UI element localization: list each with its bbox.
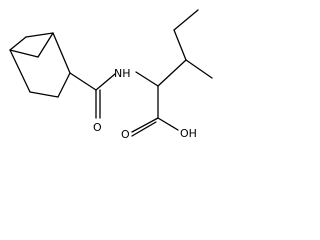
carboxyl-carbonyl-bond [131, 121, 157, 137]
chemical-structure-diagram: NH O O OH [9, 9, 213, 141]
norbornane-ring [9, 32, 71, 98]
ring-bond [52, 32, 71, 74]
beta-methyl-bond [185, 59, 213, 79]
ring-bond [9, 36, 27, 51]
ring-bond [57, 72, 71, 98]
amide-oxygen-label: O [93, 121, 102, 134]
hydroxyl-label: OH [180, 127, 197, 140]
ring-bond [9, 49, 31, 93]
ring-bond [29, 91, 59, 98]
beta-ethyl-bond [173, 29, 187, 61]
carboxyl-carbonyl-bond [131, 117, 159, 133]
nh-label: NH [114, 67, 131, 80]
carboxyl-to-oh-bond [157, 117, 179, 131]
ring-to-carbonyl-bond [69, 72, 97, 91]
ring-bridge-bond [37, 32, 54, 58]
alpha-to-beta-bond [157, 59, 187, 87]
carboxyl-oxygen-label: O [121, 128, 130, 141]
carbonyl-to-nh-bond [95, 73, 116, 91]
nh-to-alpha-carbon-bond [135, 71, 159, 87]
ring-bond [25, 32, 54, 38]
ring-bridge-bond [9, 49, 39, 58]
ethyl-terminal-bond [173, 9, 199, 31]
